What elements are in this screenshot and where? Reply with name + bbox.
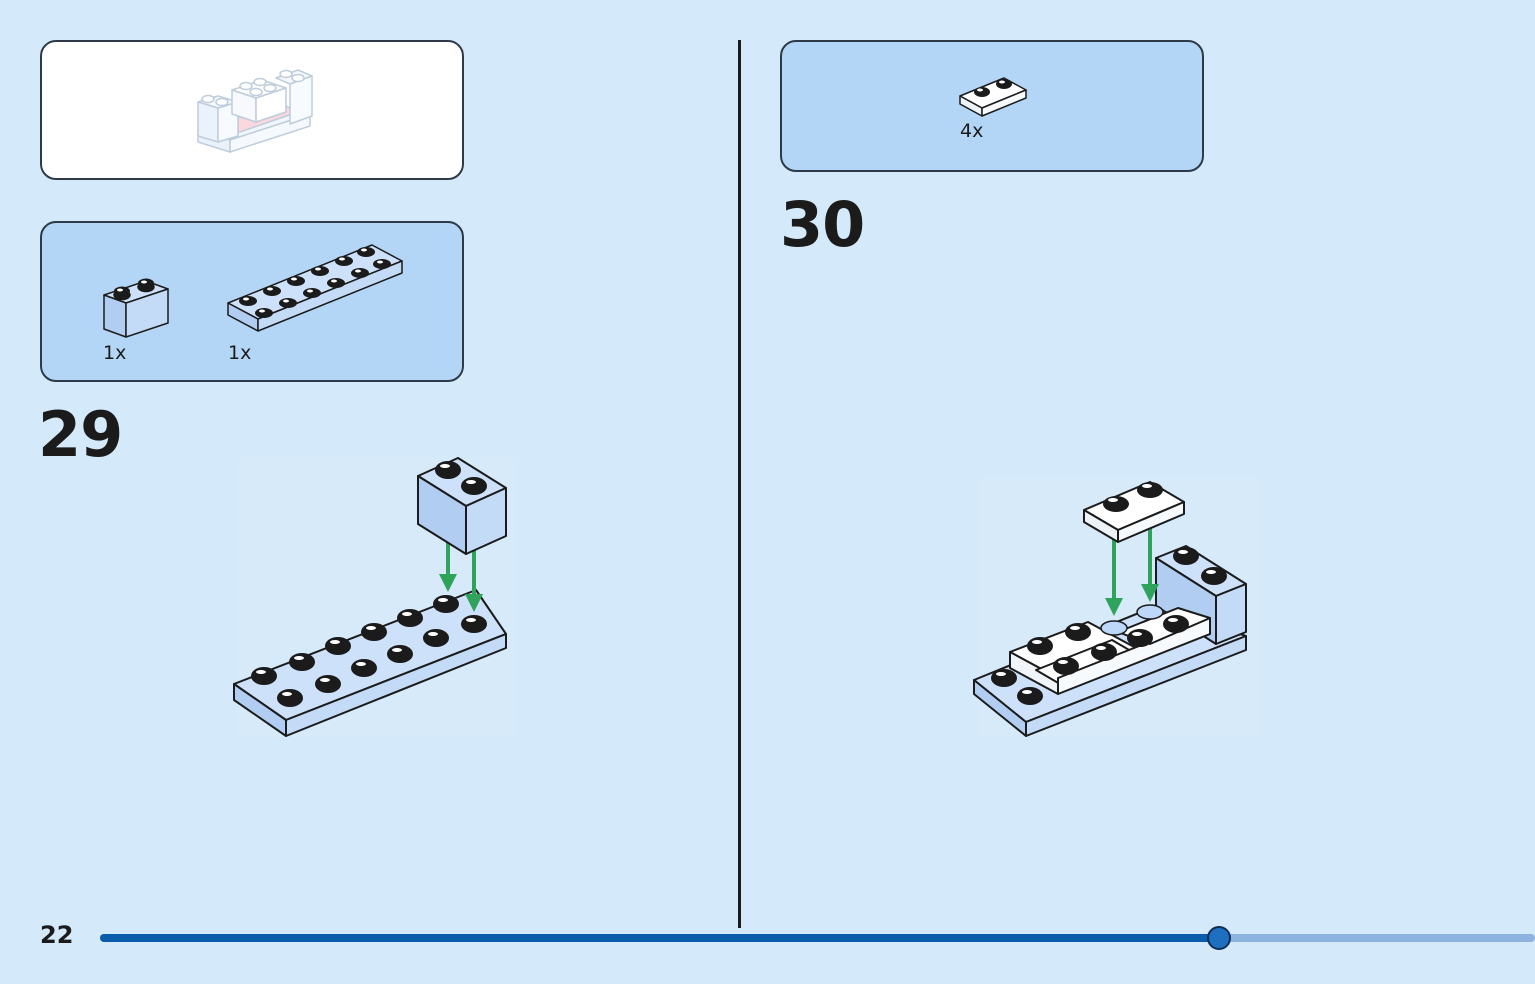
parts-callout: 1x 1x [40, 221, 464, 382]
plate-1x2-icon [959, 77, 1027, 117]
step-30-illustration [973, 476, 1258, 737]
part-qty: 1x [228, 342, 252, 364]
progress-marker [1207, 926, 1231, 950]
part-qty: 1x [103, 342, 127, 364]
progress-fill [100, 934, 1219, 942]
parts-callout: 4x [780, 40, 1204, 172]
step-number: 29 [38, 398, 123, 471]
finished-model-icon [197, 69, 313, 153]
finished-model-preview [40, 40, 464, 180]
plate-2x6-icon [227, 244, 403, 332]
part-qty: 4x [960, 120, 984, 142]
step-29-illustration [233, 457, 518, 738]
page-number: 22 [40, 921, 74, 949]
step-number: 30 [780, 188, 865, 261]
brick-1x2-icon [103, 278, 169, 338]
page-divider [738, 40, 741, 928]
